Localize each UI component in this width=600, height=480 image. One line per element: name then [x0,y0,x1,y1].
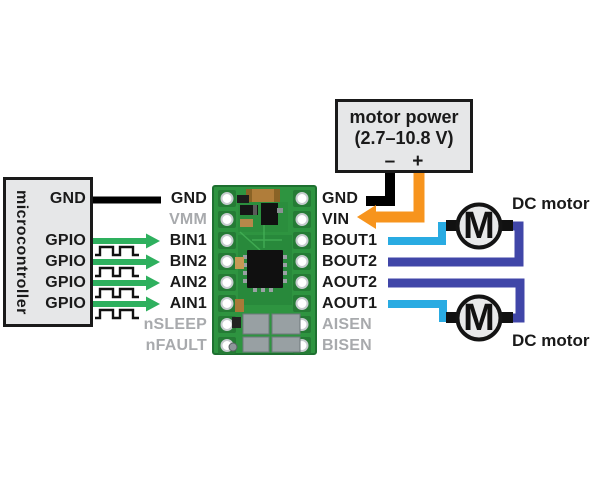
ic-pin [243,263,247,267]
capacitor [235,299,244,312]
motor-power-box: motor power (2.7–10.8 V) – + [335,99,473,173]
bottom-motor-label: DC motor [512,331,590,350]
solder-pad [242,336,270,353]
pcb-components [228,189,301,353]
diode [240,205,258,215]
board-pin-aisen: AISEN [322,316,372,333]
through-hole-pad [295,213,309,226]
board-pin-bin2: BIN2 [169,253,207,270]
through-hole-pad [220,318,234,331]
driver-board-pcb [212,185,317,355]
through-hole-pad [295,276,309,289]
mcu-pin-gpio: GPIO [45,253,86,270]
vin-arrowhead [357,205,376,229]
through-hole-pad [295,255,309,268]
motor-terminal-right [501,312,513,323]
ic-pin [261,288,265,292]
plus-terminal-label: + [412,151,424,172]
through-hole-pad [220,276,234,289]
ic-pin [283,255,287,259]
pwm-waveform-icon [95,287,139,299]
through-hole-pad [220,297,234,310]
through-hole-pad [295,297,309,310]
transistor-lead [277,208,283,213]
pwm-waveform-icon [95,245,139,257]
board-pin-gnd-left: GND [170,190,207,207]
solder-pad [242,313,270,335]
board-pads [218,190,311,354]
motor-power-title: motor power [349,107,459,127]
board-pin-vmm: VMM [169,211,207,228]
mcu-pin-gnd: GND [49,190,86,207]
ic-pin [253,288,257,292]
gpio-arrowhead [146,275,160,291]
diode-band [253,205,257,215]
gpio-arrowhead [146,296,160,312]
bottom-motor-symbol: M [463,297,495,339]
ic-pin [243,279,247,283]
board-pin-bisen: BISEN [322,337,372,354]
transistor [261,203,278,225]
motor-body [455,202,503,250]
ic-pin [243,271,247,275]
motor-body [455,294,503,342]
vin-power-wire [375,172,425,223]
driver-ic [247,250,283,288]
mcu-pin-gpio: GPIO [45,274,86,291]
mcu-pin-gpio: GPIO [45,295,86,312]
board-pin-nsleep: nSLEEP [143,316,207,333]
board-pin-gnd-right: GND [322,190,359,207]
gpio-arrowhead [146,233,160,249]
motor-terminal-right [501,220,513,231]
power-ground-wire [366,172,395,206]
through-hole-pad [220,234,234,247]
solder-pad [271,313,301,335]
board-pin-bout2: BOUT2 [322,253,378,270]
resistor [240,219,253,227]
chip-component [232,317,241,328]
ic-pin [243,255,247,259]
via [228,342,238,352]
ic-pin [269,288,273,292]
board-pin-aout2: AOUT2 [322,274,378,291]
through-hole-pad [295,234,309,247]
microcontroller-label: microcontroller [13,189,30,315]
mcu-pin-gpio: GPIO [45,232,86,249]
board-pin-aout1: AOUT1 [322,295,378,312]
motor-terminal-left [446,220,458,231]
ic-pin [283,263,287,267]
board-pin-bout1: BOUT1 [322,232,378,249]
pwm-waveform-icon [95,266,139,278]
through-hole-pad [220,192,234,205]
ic-pin [283,271,287,275]
top-motor-symbol: M [463,205,495,247]
microcontroller-box [3,177,93,327]
capacitor-body [252,189,274,202]
through-hole-pad [220,213,234,226]
bottom-motor [446,291,513,345]
board-pin-nfault: nFAULT [145,337,207,354]
capacitor [235,257,244,269]
chip-component [237,195,249,203]
motor-terminal-left [446,312,458,323]
pwm-waveform-icon [95,308,139,320]
gpio-signal-arrows [90,233,160,320]
solder-pad [271,336,301,353]
board-pin-ain2: AIN2 [169,274,207,291]
through-hole-pad [295,192,309,205]
motor-power-range: (2.7–10.8 V) [354,128,454,148]
board-pin-vin: VIN [322,211,350,228]
ic-pin [283,279,287,283]
top-motor-label: DC motor [512,194,590,213]
board-pin-bin1: BIN1 [169,232,207,249]
board-pin-ain1: AIN1 [169,295,207,312]
top-motor [446,199,513,253]
gpio-arrowhead [146,254,160,270]
through-hole-pad [220,255,234,268]
minus-terminal-label: – [384,151,396,172]
